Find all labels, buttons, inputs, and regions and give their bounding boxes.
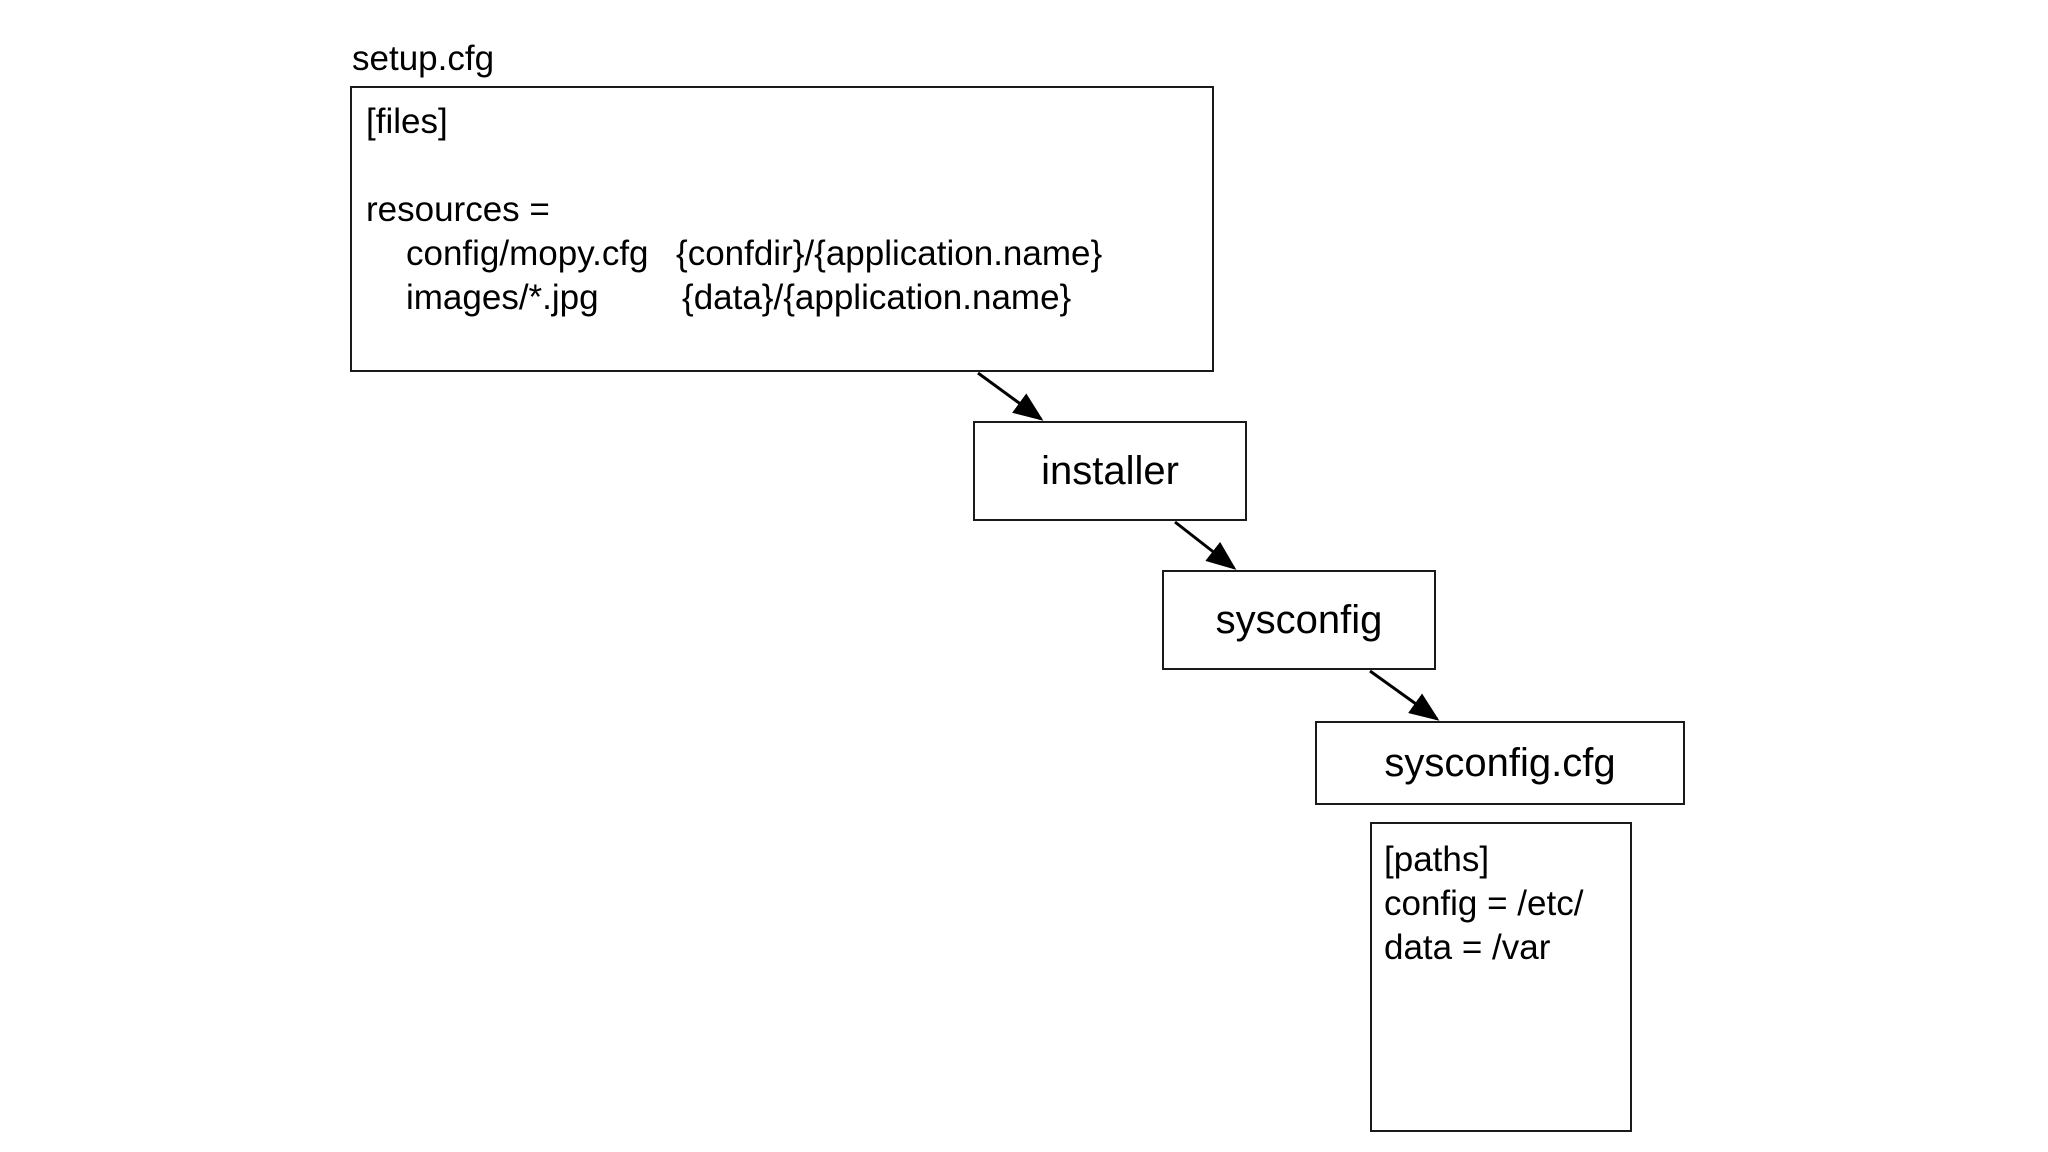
installer-node: installer	[973, 421, 1247, 521]
paths-config-line: config = /etc/	[1384, 884, 1584, 923]
resource-target: {confdir}/{application.name}	[676, 234, 1103, 273]
sysconfig-node: sysconfig	[1162, 570, 1436, 670]
resource-source: images/*.jpg	[406, 278, 599, 317]
sysconfig-cfg-node: sysconfig.cfg	[1315, 721, 1685, 805]
arrow-installer-to-sysconfig	[1174, 520, 1237, 570]
resource-source: config/mopy.cfg	[406, 234, 649, 273]
paths-section: [paths]	[1384, 840, 1490, 879]
sysconfig-label: sysconfig	[1215, 597, 1383, 642]
installer-label: installer	[1041, 448, 1179, 493]
arrow-setup-to-installer	[977, 371, 1044, 421]
sysconfig-cfg-contents-box: [paths] config = /etc/ data = /var	[1370, 822, 1632, 1132]
resource-target: {data}/{application.name}	[682, 278, 1072, 317]
setup-cfg-resources-key: resources =	[366, 190, 550, 229]
setup-cfg-section: [files]	[366, 102, 448, 141]
paths-data-line: data = /var	[1384, 928, 1551, 967]
setup-cfg-box: [files] resources = config/mopy.cfg {con…	[350, 86, 1214, 372]
arrow-sysconfig-to-sysconfig-cfg	[1369, 669, 1440, 721]
sysconfig-cfg-label: sysconfig.cfg	[1384, 740, 1616, 785]
setup-cfg-title: setup.cfg	[352, 39, 495, 78]
